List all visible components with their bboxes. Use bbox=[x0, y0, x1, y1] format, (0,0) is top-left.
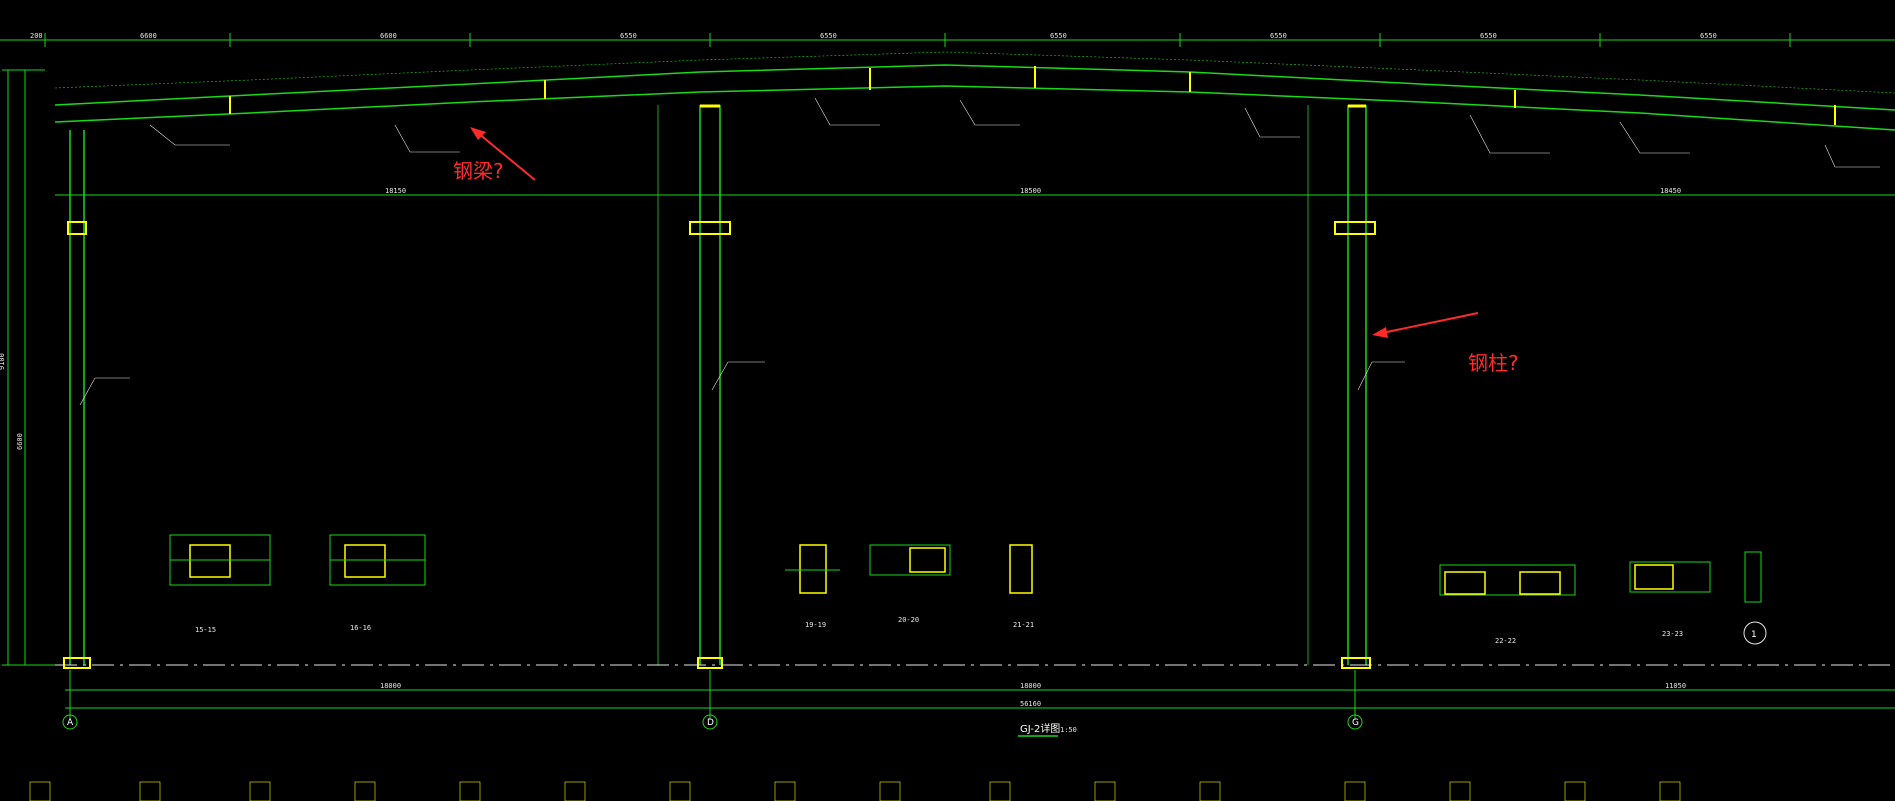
section-19-19: 19-19 bbox=[785, 544, 840, 629]
section-16-16: 16-16 bbox=[329, 534, 426, 632]
section-20-label: 20-20 bbox=[898, 616, 919, 624]
section-16-label: 16-16 bbox=[350, 624, 371, 632]
section-15-15: 15-15 bbox=[169, 534, 271, 634]
detail-1-number: 1 bbox=[1751, 630, 1757, 640]
dim-top-5: 6550 bbox=[1050, 32, 1067, 40]
annotation-beam: 钢梁? bbox=[453, 127, 536, 183]
roof-beam[interactable] bbox=[54, 51, 1895, 131]
annotation-column: 钢柱? bbox=[1372, 312, 1519, 375]
drawing-title-scale: 1:50 bbox=[1060, 726, 1077, 734]
dim-bay-1: 18000 bbox=[1020, 682, 1041, 690]
dim-upper-0: 18150 bbox=[385, 187, 406, 195]
steel-column-G[interactable] bbox=[1307, 104, 1376, 669]
steel-column-D[interactable] bbox=[657, 104, 731, 669]
axis-G: G bbox=[1352, 718, 1359, 728]
annotation-column-text: 钢柱? bbox=[1468, 351, 1519, 375]
dim-top-4: 6550 bbox=[820, 32, 837, 40]
axis-D: D bbox=[707, 718, 714, 728]
section-15-label: 15-15 bbox=[195, 626, 216, 634]
section-20-20: 20-20 bbox=[869, 544, 951, 624]
dim-bay-2: 11050 bbox=[1665, 682, 1686, 690]
left-dimension-chain: 9100 6600 bbox=[0, 69, 60, 666]
steel-column-A[interactable] bbox=[63, 130, 91, 669]
dim-upper-1: 18500 bbox=[1020, 187, 1041, 195]
bottom-dimension-chain: 18000 18000 11050 56160 bbox=[65, 670, 1895, 720]
top-dimension-chain: 200 6600 6600 6550 6550 6550 6550 6550 6… bbox=[0, 32, 1895, 47]
dim-top-6: 6550 bbox=[1270, 32, 1287, 40]
section-23-23: 23-23 bbox=[1629, 561, 1711, 638]
section-22-label: 22-22 bbox=[1495, 637, 1516, 645]
dim-top-7: 6550 bbox=[1480, 32, 1497, 40]
detail-1: 1 bbox=[1743, 551, 1767, 645]
beam-callouts bbox=[149, 97, 1880, 168]
drawing-title-text: GJ-2详图 bbox=[1020, 722, 1060, 735]
axis-A: A bbox=[67, 718, 74, 728]
dim-total: 56160 bbox=[1020, 700, 1041, 708]
annotation-beam-text: 钢梁? bbox=[453, 159, 504, 183]
section-22-22: 22-22 bbox=[1439, 564, 1576, 645]
drawing-title: GJ-2详图 1:50 bbox=[1018, 722, 1077, 737]
beam-stiffeners bbox=[229, 66, 1836, 125]
dim-upper-2: 18450 bbox=[1660, 187, 1681, 195]
dim-bay-0: 18000 bbox=[380, 682, 401, 690]
section-21-21: 21-21 bbox=[1009, 544, 1034, 629]
dim-top-2: 6600 bbox=[380, 32, 397, 40]
upper-bay-dims: 18150 18500 18450 bbox=[385, 187, 1681, 195]
dim-column-height: 9100 bbox=[0, 353, 6, 370]
column-leaders bbox=[79, 361, 1405, 406]
dim-top-1: 6600 bbox=[140, 32, 157, 40]
dim-column-lower: 6600 bbox=[16, 433, 24, 450]
section-23-label: 23-23 bbox=[1662, 630, 1683, 638]
section-21-label: 21-21 bbox=[1013, 621, 1034, 629]
dim-top-0: 200 bbox=[30, 32, 43, 40]
dim-top-3: 6550 bbox=[620, 32, 637, 40]
bottom-detail-strip bbox=[29, 781, 1681, 801]
axis-markers: A D G bbox=[62, 708, 1363, 730]
section-19-label: 19-19 bbox=[805, 621, 826, 629]
dim-top-8: 6550 bbox=[1700, 32, 1717, 40]
